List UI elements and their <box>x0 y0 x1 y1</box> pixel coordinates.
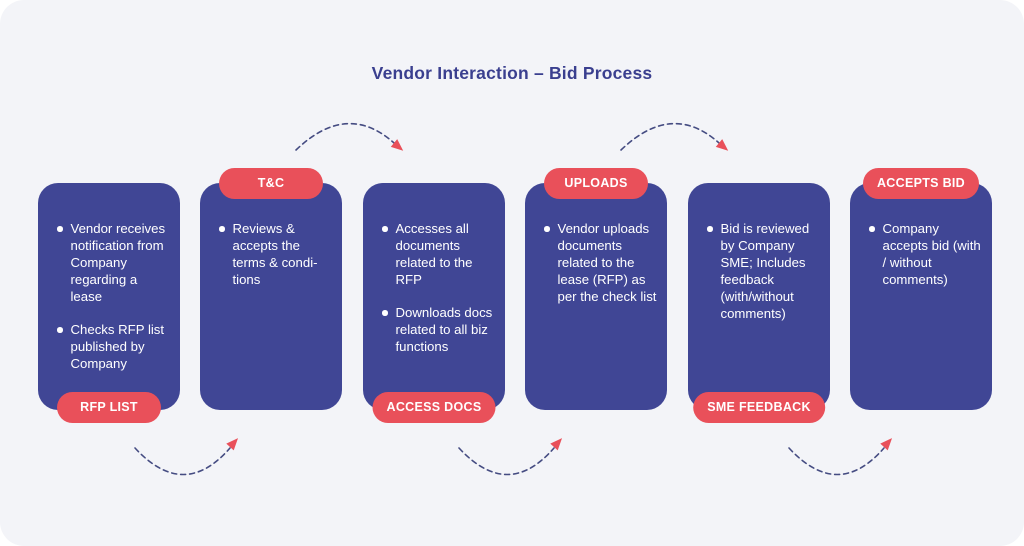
bullet-dot-icon <box>382 310 388 316</box>
step-bullet-text: Vendor uploads documents related to the … <box>557 221 657 304</box>
bullet-item: Downloads docs related to all biz functi… <box>382 304 497 355</box>
step-card-access-docs: Accesses all documents related to the RF… <box>363 183 505 423</box>
page-title: Vendor Interaction – Bid Process <box>371 63 653 83</box>
step-bullet-text: Reviews & accepts the terms & condi­tion… <box>232 221 318 287</box>
bullet-dot-icon <box>544 226 550 232</box>
step-bullet-text: Downloads docs related to all biz functi… <box>395 305 493 354</box>
arrow-step2-to-step3-icon <box>295 122 404 151</box>
step-bullet-text: Checks RFP list published by Company <box>70 322 165 371</box>
step-label-uploads: UPLOADS <box>544 168 648 199</box>
step-card-uploads: Vendor uploads documents related to the … <box>525 168 667 410</box>
step-label-tc: T&C <box>219 168 323 199</box>
arrow-step4-to-step5-icon <box>620 122 729 151</box>
arrow-step1-to-step2-icon <box>134 438 239 476</box>
bullet-item: Bid is reviewed by Company SME; Includes… <box>707 220 822 322</box>
step-card-sme-feedback: Bid is reviewed by Company SME; Includes… <box>688 183 830 423</box>
step-card-rfp-list: Vendor receives notification from Compan… <box>38 183 180 423</box>
step-card-tc: Reviews & accepts the terms & condi­tion… <box>200 168 342 410</box>
bullet-dot-icon <box>382 226 388 232</box>
step-label-access-docs: ACCESS DOCS <box>372 392 496 423</box>
step-bullet-text: Vendor receives notification from Compan… <box>70 221 166 304</box>
step-label-accepts-bid: ACCEPTS BID <box>862 168 980 199</box>
bullet-item: Vendor receives notification from Compan… <box>57 220 172 305</box>
arrow-step3-to-step4-icon <box>458 438 563 476</box>
bullet-dot-icon <box>219 226 225 232</box>
bullet-item: Accesses all documents related to the RF… <box>382 220 497 288</box>
step-label-rfp-list: RFP LIST <box>57 392 161 423</box>
bullet-item: Checks RFP list published by Company <box>57 321 172 372</box>
arrow-step5-to-step6-icon <box>788 438 893 476</box>
bullet-dot-icon <box>707 226 713 232</box>
bullet-item: Vendor uploads documents related to the … <box>544 220 659 305</box>
step-label-sme-feedback: SME FEEDBACK <box>693 392 825 423</box>
step-card-accepts-bid: Company accepts bid (with / without comm… <box>850 168 992 410</box>
bullet-dot-icon <box>57 226 63 232</box>
bullet-dot-icon <box>869 226 875 232</box>
bullet-dot-icon <box>57 327 63 333</box>
bullet-item: Reviews & accepts the terms & condi­tion… <box>219 220 334 288</box>
step-bullet-text: Accesses all documents related to the RF… <box>395 221 473 287</box>
step-bullet-text: Company accepts bid (with / without comm… <box>882 221 981 287</box>
step-bullet-text: Bid is reviewed by Company SME; Includes… <box>720 221 810 321</box>
bullet-item: Company accepts bid (with / without comm… <box>869 220 984 288</box>
